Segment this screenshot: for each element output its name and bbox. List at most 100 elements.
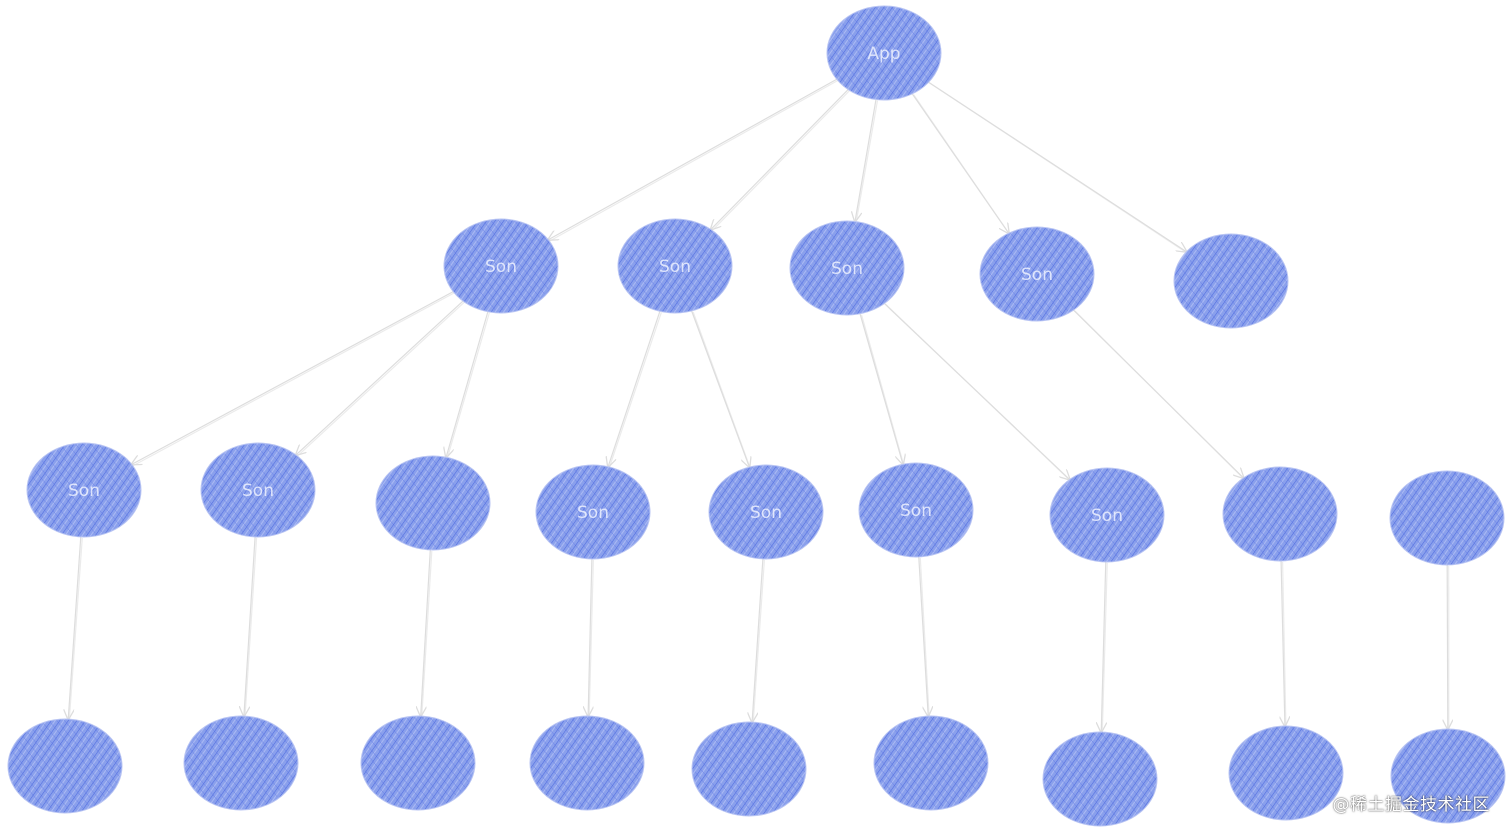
node-shape-crosshatch (1046, 733, 1156, 823)
tree-node-l1-1: Son (443, 218, 559, 314)
node-label: Son (242, 481, 274, 501)
node-shape-crosshatch (1177, 235, 1287, 325)
node-shape-crosshatch (30, 444, 140, 534)
edge-sketch-l1-1-to-l2-1 (132, 292, 456, 467)
edge-sketch-l2-1-to-l3-1 (68, 537, 83, 721)
tree-node-l3-8 (1228, 725, 1344, 821)
edge-sketch-l1-1-to-l2-3 (446, 312, 490, 459)
tree-node-root: App (826, 5, 942, 101)
edge-l1-1-to-l2-1 (132, 291, 454, 465)
node-label: Son (750, 503, 782, 523)
node-shape-crosshatch (447, 220, 557, 310)
edge-sketch-l1-3-to-l2-7 (885, 304, 1072, 482)
edge-l2-1-to-l3-1 (68, 536, 82, 719)
node-shape-crosshatch (1232, 727, 1342, 817)
tree-node-l2-1: Son (26, 442, 142, 538)
node-shape-crosshatch (379, 457, 489, 547)
node-shape-crosshatch (695, 723, 805, 813)
edge-l2-4-to-l3-4 (588, 558, 592, 716)
node-shape-crosshatch (539, 466, 649, 556)
tree-node-l3-1 (7, 718, 123, 814)
edge-sketch-l2-7-to-l3-7 (1101, 562, 1108, 734)
tree-node-l2-6: Son (858, 462, 974, 558)
tree-node-l1-5 (1173, 233, 1289, 329)
edge-l1-1-to-l2-3 (446, 311, 489, 458)
edge-l2-3-to-l3-3 (421, 549, 431, 716)
watermark: @稀土掘金技术社区 (1332, 795, 1490, 815)
node-shape-crosshatch (712, 466, 822, 556)
edge-l2-6-to-l3-6 (918, 556, 928, 716)
tree-node-l3-6 (873, 715, 989, 811)
edge-l2-7-to-l3-7 (1101, 561, 1106, 732)
tree-node-l2-8 (1222, 466, 1338, 562)
edge-sketch-l1-3-to-l2-6 (860, 314, 905, 466)
node-shape-crosshatch (621, 220, 731, 310)
edge-l2-9-to-l3-9 (1447, 564, 1448, 729)
node-shape-crosshatch (364, 717, 474, 807)
tree-node-l3-2 (183, 715, 299, 811)
node-shape-crosshatch (187, 717, 297, 807)
tree-node-l3-9 (1390, 728, 1506, 824)
node-label: App (867, 44, 900, 64)
edge-sketch-l2-3-to-l3-3 (421, 550, 433, 718)
tree-node-l3-5 (691, 721, 807, 817)
node-label: Son (831, 259, 863, 279)
node-shape-crosshatch (862, 464, 972, 554)
node-label: Son (68, 481, 100, 501)
tree-node-l2-4: Son (535, 464, 651, 560)
edge-root-to-l1-3 (855, 99, 877, 222)
tree-node-l1-3: Son (789, 220, 905, 316)
edge-l2-2-to-l3-2 (244, 536, 256, 716)
edge-root-to-l1-2 (711, 89, 849, 230)
node-label: Son (577, 503, 609, 523)
edge-sketch-root-to-l1-4 (913, 94, 1011, 236)
edge-sketch-l2-8-to-l3-8 (1281, 561, 1287, 728)
edge-sketch-root-to-l1-3 (855, 100, 879, 224)
tree-node-l1-4: Son (979, 226, 1095, 322)
edge-sketch-l1-2-to-l2-4 (608, 312, 662, 469)
node-label: Son (659, 257, 691, 277)
edge-sketch-l2-4-to-l3-4 (588, 559, 594, 718)
tree-node-l2-5: Son (708, 464, 824, 560)
edge-sketch-l2-5-to-l3-5 (752, 559, 765, 724)
node-shape-crosshatch (533, 717, 643, 807)
tree-node-l2-3 (375, 455, 491, 551)
tree-node-l1-2: Son (617, 218, 733, 314)
node-shape-crosshatch (877, 717, 987, 807)
edge-l1-3-to-l2-6 (859, 313, 903, 464)
edge-sketch-l1-4-to-l2-8 (1074, 310, 1245, 480)
edge-sketch-root-to-l1-5 (929, 82, 1188, 254)
edge-sketch-root-to-l1-1 (548, 79, 839, 242)
node-shape-crosshatch (1053, 469, 1163, 559)
edge-sketch-l1-1-to-l2-2 (296, 301, 465, 457)
node-shape-crosshatch (1393, 472, 1503, 562)
tree-node-l2-7: Son (1049, 467, 1165, 563)
tree-node-l3-7 (1042, 731, 1158, 827)
edge-sketch-l2-6-to-l3-6 (919, 557, 930, 718)
node-label: Son (485, 257, 517, 277)
edge-sketch-l2-2-to-l3-2 (244, 537, 258, 718)
edge-l1-2-to-l2-4 (608, 311, 661, 466)
node-label: Son (1091, 506, 1123, 526)
node-shape-crosshatch (830, 7, 940, 97)
node-shape-crosshatch (204, 444, 314, 534)
edge-sketch-root-to-l1-2 (711, 90, 851, 232)
edge-root-to-l1-1 (548, 78, 838, 239)
edge-l2-8-to-l3-8 (1281, 560, 1285, 726)
node-label: Son (1021, 265, 1053, 285)
edge-sketch-l1-2-to-l2-5 (692, 311, 751, 469)
tree-node-l2-9 (1389, 470, 1505, 566)
tree-node-l3-3 (360, 715, 476, 811)
node-shape-crosshatch (11, 720, 121, 810)
node-shape-crosshatch (793, 222, 903, 312)
node-label: Son (900, 501, 932, 521)
tree-node-l3-4 (529, 715, 645, 811)
edge-l2-5-to-l3-5 (752, 558, 764, 722)
edges-layer (68, 78, 1449, 734)
edge-l1-1-to-l2-2 (296, 300, 464, 455)
node-shape-crosshatch (983, 228, 1093, 318)
node-shape-crosshatch (1394, 730, 1504, 820)
